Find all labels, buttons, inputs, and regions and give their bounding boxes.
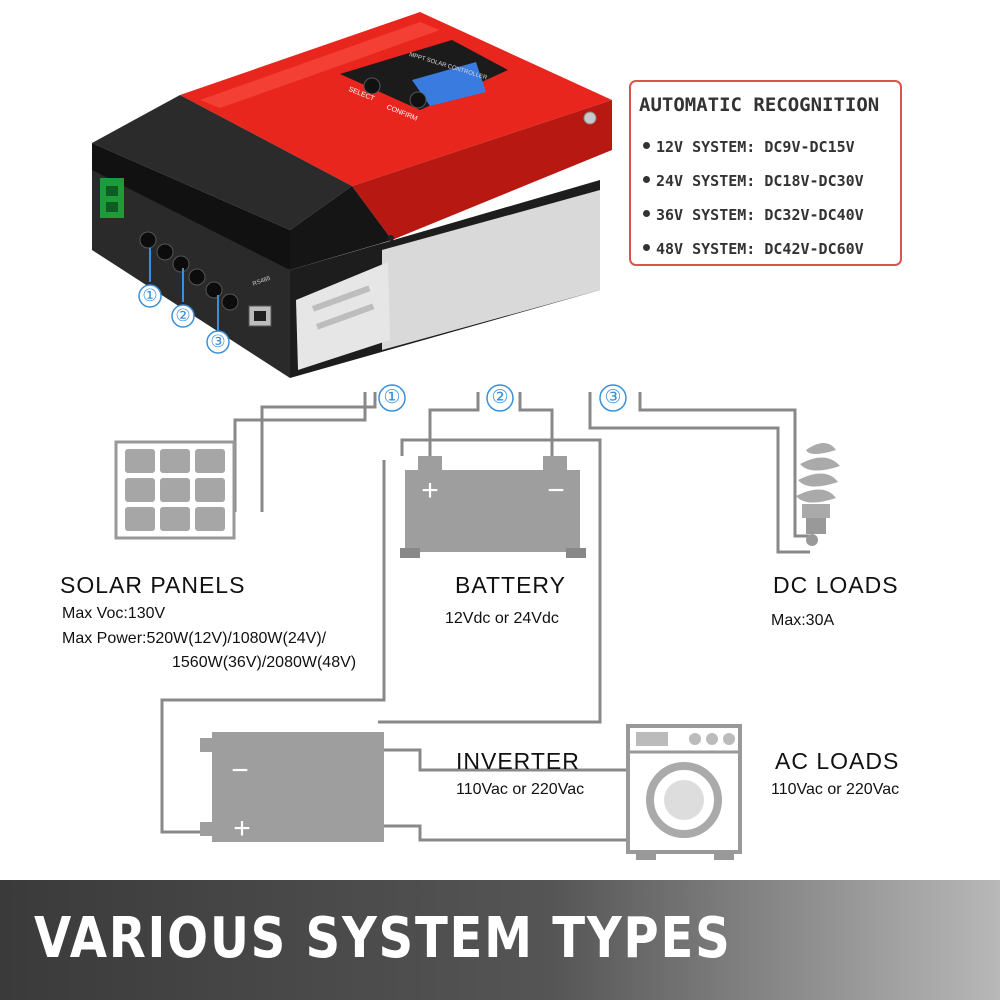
inverter-title: INVERTER: [456, 748, 580, 774]
port-leaders: [149, 248, 219, 330]
bullet-icon: [643, 210, 650, 217]
wiring: [160, 392, 810, 842]
bullet-icon: [643, 142, 650, 149]
battery-illustration: + −: [400, 456, 586, 558]
banner-title: VARIOUS SYSTEM TYPES: [34, 906, 732, 971]
bullet-icon: [643, 176, 650, 183]
diagram-marker-circles: [378, 384, 627, 412]
port-marker-circles: [138, 284, 230, 354]
dc-loads-title: DC LOADS: [773, 572, 899, 598]
recognition-box: AUTOMATIC RECOGNITION 12V SYSTEM: DC9V-D…: [629, 80, 902, 266]
battery-spec: 12Vdc or 24Vdc: [445, 610, 559, 627]
bullet-icon: [643, 244, 650, 251]
washing-machine-icon: [626, 724, 742, 860]
solar-title: SOLAR PANELS: [60, 572, 246, 598]
port-marker-3: ③: [210, 332, 226, 351]
recognition-item: 12V SYSTEM: DC9V-DC15V: [643, 138, 855, 156]
recognition-item: 36V SYSTEM: DC32V-DC40V: [643, 206, 864, 224]
solar-spec-power: Max Power:520W(12V)/1080W(24V)/: [62, 630, 327, 647]
svg-text:−: −: [231, 754, 249, 787]
svg-text:+: +: [421, 474, 439, 507]
svg-text:+: +: [233, 812, 251, 845]
port-marker-2: ②: [175, 306, 191, 325]
recognition-item: 48V SYSTEM: DC42V-DC60V: [643, 240, 864, 258]
port-marker-1: ①: [142, 286, 158, 305]
inverter-spec: 110Vac or 220Vac: [456, 781, 585, 798]
solar-spec-voc: Max Voc:130V: [62, 605, 166, 622]
inverter-illustration: − +: [200, 732, 384, 845]
bottom-banner: VARIOUS SYSTEM TYPES: [0, 880, 1000, 1000]
solar-spec-power-cont: 1560W(36V)/2080W(48V): [172, 654, 357, 671]
diagram-marker-1: ①: [383, 387, 401, 408]
battery-title: BATTERY: [455, 572, 566, 598]
solar-panel-illustration: [114, 440, 236, 540]
recognition-item: 24V SYSTEM: DC18V-DC30V: [643, 172, 864, 190]
recognition-title: AUTOMATIC RECOGNITION: [639, 94, 880, 116]
bulb-icon: [796, 443, 840, 546]
dc-loads-spec: Max:30A: [771, 612, 835, 629]
diagram-marker-2: ②: [491, 387, 509, 408]
solar-controller: [92, 12, 612, 378]
svg-text:−: −: [547, 474, 565, 507]
ac-loads-spec: 110Vac or 220Vac: [771, 781, 900, 798]
ac-loads-title: AC LOADS: [775, 748, 900, 774]
diagram-marker-3: ③: [604, 387, 622, 408]
